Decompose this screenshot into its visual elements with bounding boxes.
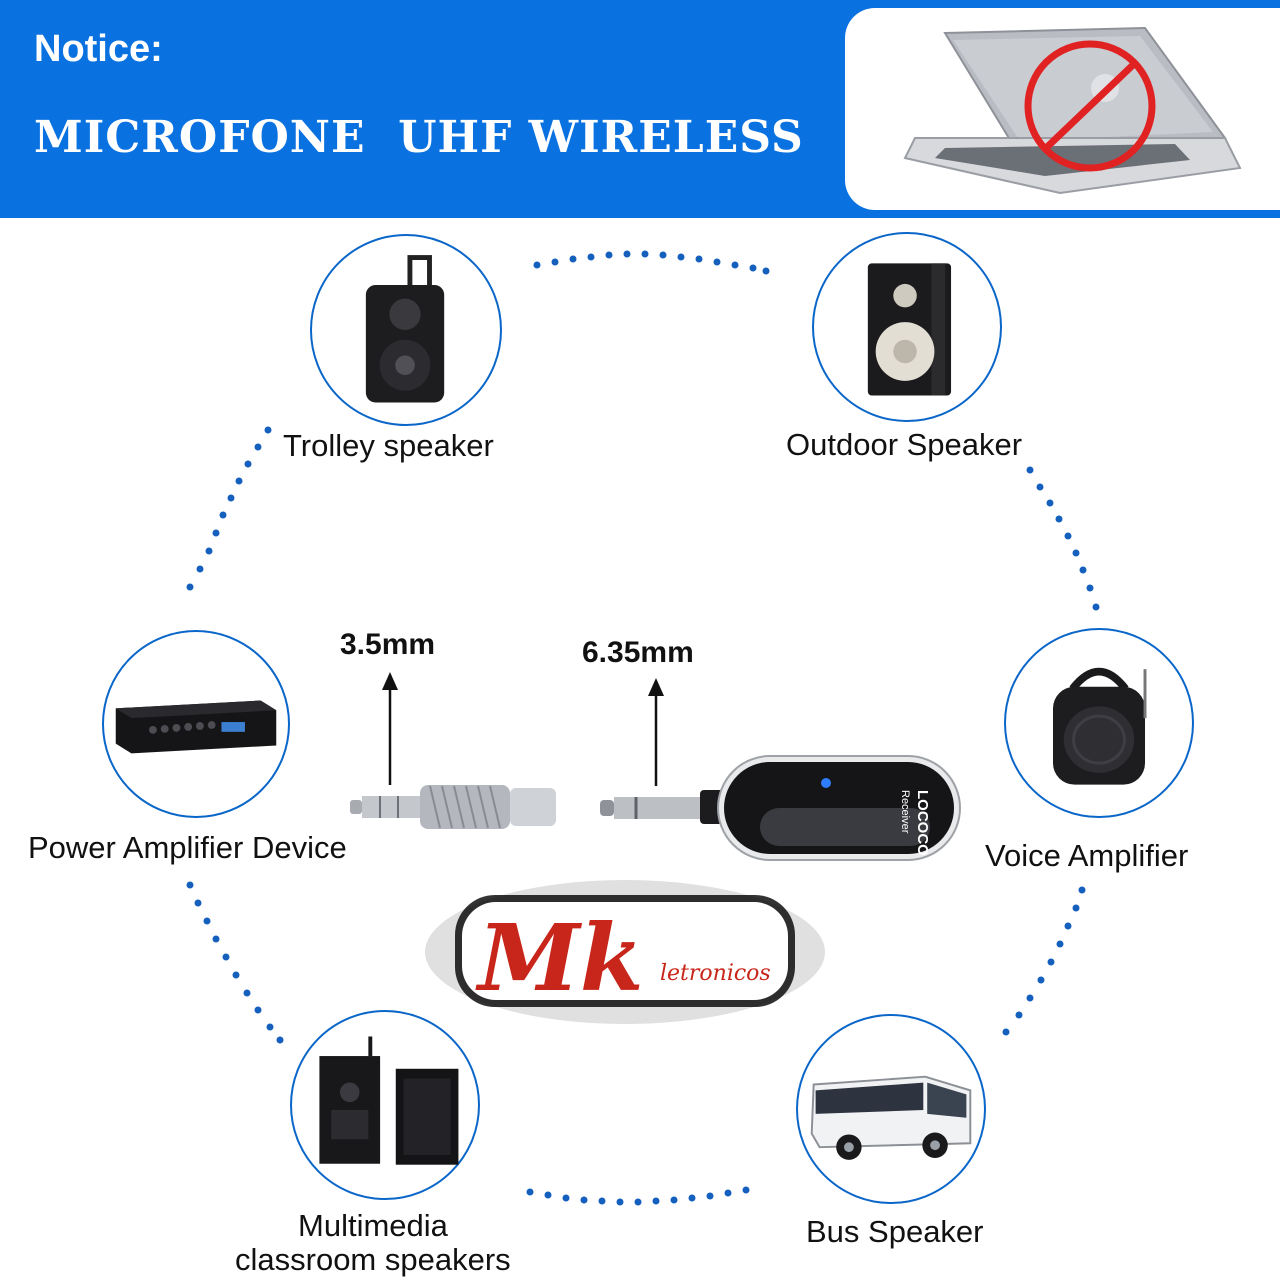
bus-speaker-label: Bus Speaker xyxy=(806,1214,984,1249)
power-amplifier-circle xyxy=(102,630,290,818)
voice-amplifier-label: Voice Amplifier xyxy=(985,838,1189,873)
voice-amplifier-circle xyxy=(1004,628,1194,818)
multimedia-speakers-circle xyxy=(290,1010,480,1200)
power-amplifier-icon xyxy=(115,700,277,754)
receiver-text: Receiver xyxy=(899,790,911,834)
trolley-speaker-label: Trolley speaker xyxy=(283,428,494,463)
laptop-not-supported-icon xyxy=(903,26,1242,195)
multimedia-speakers-icon xyxy=(319,1036,459,1165)
outdoor-speaker-label: Outdoor Speaker xyxy=(786,427,1023,462)
header-banner: Notice: MICROFONE UHF WIRELESS xyxy=(0,0,1280,218)
power-amplifier-label: Power Amplifier Device xyxy=(28,830,347,865)
notice-title: Notice: xyxy=(34,28,163,70)
bus-speaker-circle xyxy=(796,1014,986,1204)
headline: MICROFONE UHF WIRELESS xyxy=(34,112,804,163)
laptop-card xyxy=(845,8,1280,210)
outdoor-speaker-circle xyxy=(812,232,1002,422)
outdoor-speaker-icon xyxy=(867,263,952,396)
wireless-receiver: LOCOCO Receiver xyxy=(717,755,961,861)
large-jack-arrow xyxy=(648,678,664,786)
small-jack-size-label: 3.5mm xyxy=(340,628,436,661)
trolley-speaker-icon xyxy=(365,255,445,403)
multimedia-speakers-label-line2: classroom speakers xyxy=(235,1242,511,1277)
logo-text: letronicos xyxy=(660,961,771,986)
logo-mark: Mk xyxy=(475,904,644,1012)
trolley-speaker-circle xyxy=(310,234,502,426)
mk-eletronicos-logo: Mk letronicos xyxy=(425,880,825,1024)
voice-amplifier-icon xyxy=(1052,667,1147,785)
multimedia-speakers-label-line1: Multimedia xyxy=(298,1208,448,1243)
large-jack-size-label: 6.35mm xyxy=(582,636,694,669)
small-jack-arrow xyxy=(382,672,398,785)
bus-icon xyxy=(810,1075,972,1160)
receiver-brand: LOCOCO xyxy=(914,790,931,856)
plug-6-35mm xyxy=(600,790,724,824)
adapter-3-5mm xyxy=(350,785,556,829)
